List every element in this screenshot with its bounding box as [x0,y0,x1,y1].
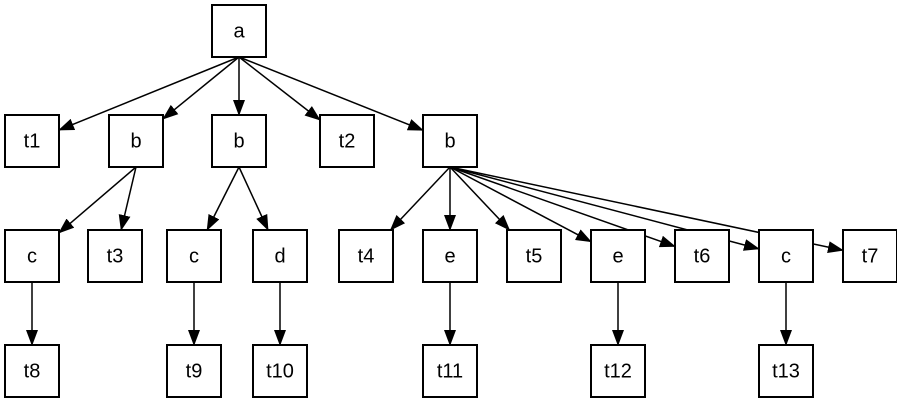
node-box [211,4,267,58]
node-box [674,229,730,283]
edges-layer [26,56,844,346]
node-label: t12 [604,360,632,382]
edge-n0-n4 [238,56,321,121]
edge-n0-n2 [162,56,240,120]
node-box [166,229,222,283]
edge-n2-n6 [58,166,137,234]
node-box [758,344,814,398]
node-box [211,114,267,168]
node-box [252,229,308,283]
node-label: d [274,245,285,267]
node-box [590,344,646,398]
edge-n3-n8 [206,166,240,231]
node-label: e [444,245,455,267]
node-box [252,344,308,398]
node-label: t2 [339,130,356,152]
tree-node-n0: a [211,4,267,58]
edge-n5-n10 [389,166,451,231]
node-label: t4 [358,245,375,267]
node-box [842,229,897,283]
node-box [590,229,646,283]
tree-node-n14: t6 [674,229,730,283]
tree-node-n6: c [4,229,60,283]
tree-node-n16: t7 [842,229,897,283]
node-label: e [612,245,623,267]
node-label: b [444,130,455,152]
node-box [108,114,164,168]
tree-node-n4: t2 [319,114,375,168]
node-box [422,229,478,283]
node-box [87,229,143,283]
tree-node-n10: t4 [338,229,394,283]
tree-node-n2: b [108,114,164,168]
node-box [4,344,60,398]
node-box [338,229,394,283]
tree-node-n12: t5 [506,229,562,283]
node-label: t11 [437,360,463,382]
tree-node-n9: d [252,229,308,283]
tree-node-n5: b [422,114,478,168]
tree-node-n8: c [166,229,222,283]
edge-n0-n5 [238,56,424,131]
tree-node-n18: t9 [166,344,222,398]
node-label: t3 [107,245,124,267]
node-label: t7 [862,245,879,267]
node-label: t10 [266,360,294,382]
node-label: t6 [694,245,711,267]
tree-node-n17: t8 [4,344,60,398]
tree-node-n11: e [422,229,478,283]
tree-node-n13: e [590,229,646,283]
tree-node-n15: c [758,229,814,283]
node-label: t9 [186,360,203,382]
node-label: b [130,130,141,152]
tree-node-n21: t12 [590,344,646,398]
node-label: t5 [526,245,543,267]
edge-n5-n12 [449,166,511,231]
tree-node-n1: t1 [4,114,60,168]
tree-node-n19: t10 [252,344,308,398]
edge-n5-n13 [449,166,592,243]
node-box [422,344,478,398]
node-box [319,114,375,168]
node-label: c [27,245,37,267]
node-label: t13 [772,360,800,382]
edge-n0-n1 [58,56,240,131]
tree-node-n20: t11 [422,344,478,398]
nodes-layer: a t1 b b t2 b c t3 c d t4 e t5 e t6 c t7 t8 t9 t10 t11 t12 t13 [4,4,897,398]
node-box [4,229,60,283]
tree-node-n22: t13 [758,344,814,398]
node-box [422,114,478,168]
edge-n2-n7 [118,166,137,231]
tree-node-n3: b [211,114,267,168]
node-box [166,344,222,398]
node-label: t1 [24,130,41,152]
node-label: t8 [24,360,41,382]
node-label: c [781,245,791,267]
node-box [758,229,814,283]
edge-n3-n9 [238,166,269,231]
tree-node-n7: t3 [87,229,143,283]
node-label: c [189,245,199,267]
node-box [4,114,60,168]
node-label: b [233,130,244,152]
node-label: a [233,20,245,42]
node-box [506,229,562,283]
